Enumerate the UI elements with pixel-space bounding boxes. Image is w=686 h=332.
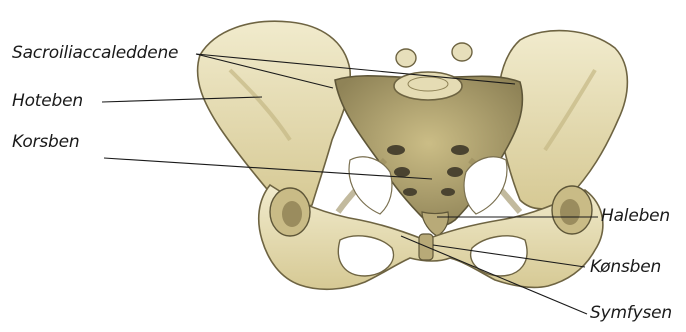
label-pubis: Kønsben bbox=[590, 259, 661, 276]
label-sacroiliac: Sacroiliaccaleddene bbox=[12, 45, 178, 62]
left-articular-process bbox=[396, 49, 416, 67]
label-coccyx: Haleben bbox=[601, 208, 670, 225]
label-sacrum: Korsben bbox=[12, 134, 79, 151]
label-symphysis: Symfysen bbox=[590, 305, 672, 322]
left-ilium bbox=[198, 21, 351, 207]
right-articular-process bbox=[452, 43, 472, 61]
label-hip: Hoteben bbox=[12, 93, 83, 110]
